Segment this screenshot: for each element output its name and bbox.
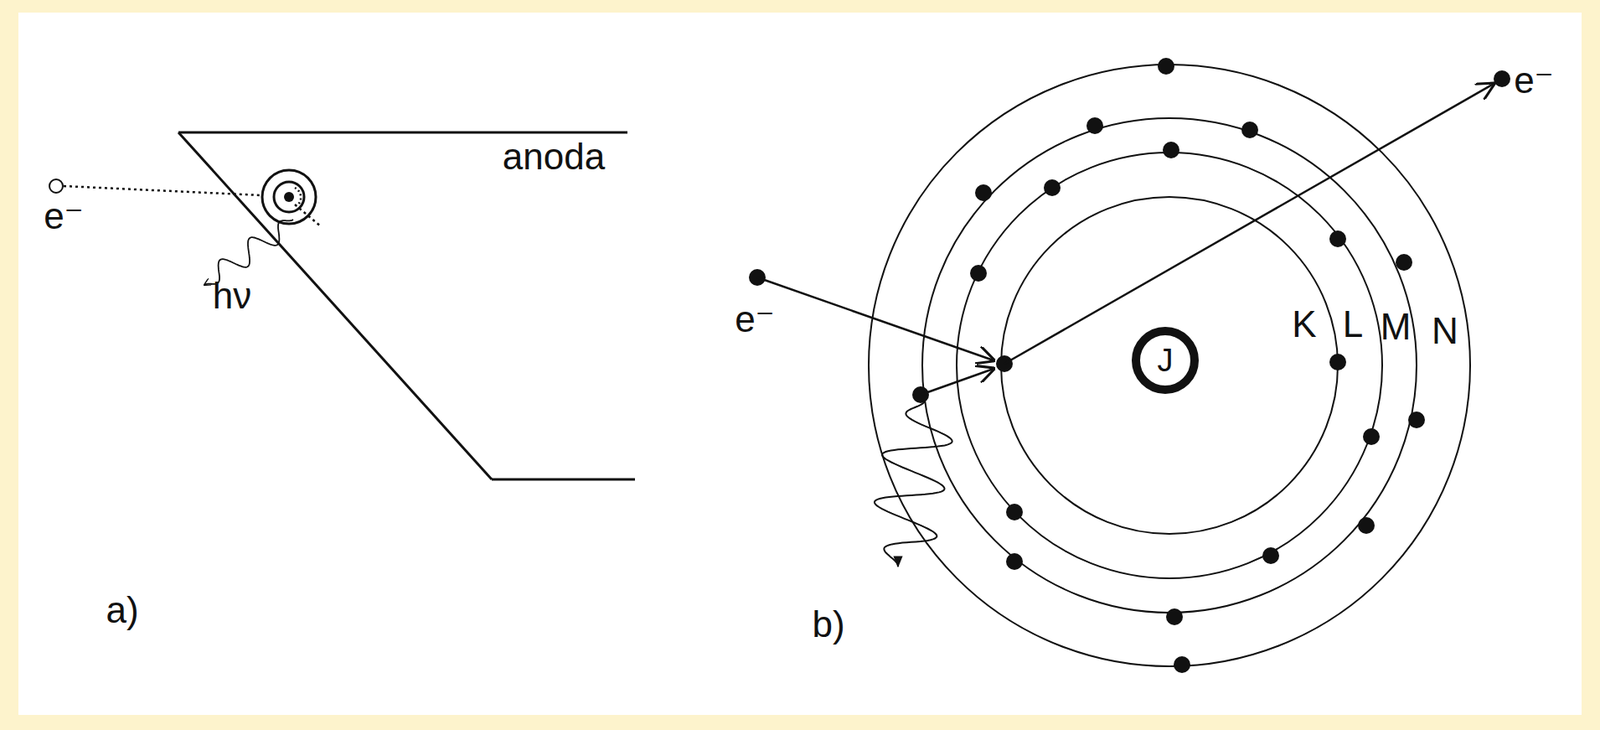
electron-dot: [1006, 503, 1023, 521]
electron-dot: [970, 264, 987, 282]
incoming-electron: [757, 277, 994, 361]
electrons: [748, 57, 1511, 673]
electron-dot: [1493, 70, 1511, 88]
anode-outline: [178, 132, 635, 480]
anode-label: anoda: [502, 138, 605, 176]
electron-dot: [1408, 411, 1425, 429]
electron-label: e⁻: [734, 300, 775, 338]
electron-dot: [1357, 516, 1375, 534]
electron-dot: [1362, 428, 1380, 445]
shell-label: K: [1291, 305, 1317, 343]
part-label: a): [105, 591, 139, 629]
page-ground: [18, 12, 1582, 715]
electron-dot: [1395, 253, 1413, 271]
nucleus-circle: J: [1130, 325, 1201, 396]
photon-label: hν: [212, 277, 252, 315]
electron-dot: [1329, 230, 1347, 248]
transition-arrow: [920, 368, 994, 395]
nucleus-label: J: [1157, 344, 1174, 377]
photon-wave: [874, 400, 953, 567]
electron-dot: [1241, 121, 1259, 139]
electron-dot: [1006, 552, 1023, 570]
electron-dot: [975, 184, 992, 202]
shell-label: N: [1431, 312, 1459, 350]
shell-label: M: [1380, 308, 1412, 346]
electron-shells: [868, 64, 1471, 666]
electron-dot: [1043, 179, 1061, 197]
electron-open: [49, 179, 63, 193]
part-label: b): [811, 605, 845, 643]
electron-label: e⁻: [1513, 61, 1554, 99]
electron-dot: [1166, 608, 1183, 625]
electron-dot: [1329, 353, 1347, 371]
electron-dot: [1162, 141, 1180, 159]
electron-label: e⁻: [43, 197, 84, 235]
electron-dot: [1157, 57, 1175, 75]
target-atom: [262, 170, 322, 228]
shell-label: L: [1342, 305, 1363, 343]
electron-dot: [1086, 117, 1104, 135]
electron-dot: [1262, 547, 1280, 564]
electron-path: [63, 185, 262, 196]
ejected-electron: [1004, 83, 1494, 364]
electron-dot: [1173, 655, 1191, 673]
photon-wave: [204, 219, 294, 285]
